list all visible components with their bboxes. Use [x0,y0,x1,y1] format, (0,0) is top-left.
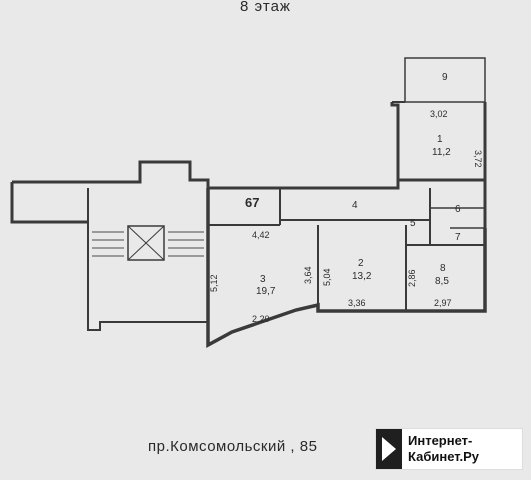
elevator-shaft [127,225,165,261]
dimension-label: 2,97 [434,298,452,308]
corridor-walls [10,160,487,228]
dimension-label: 3,36 [348,298,366,308]
watermark-line-1: Интернет- [408,433,473,448]
dimension-label: 4,42 [252,230,270,240]
stairwell-walls [87,188,208,331]
room-6-number: 6 [455,204,461,215]
room-5-number: 5 [410,218,416,229]
room-2-number: 2 [358,258,364,269]
dimension-label: 3,64 [303,266,313,284]
dimension-label: 3,72 [473,150,483,168]
floor-title: 8 этаж [240,0,291,15]
dimension-label: 2,86 [407,269,417,287]
room-3-area: 19,7 [256,286,276,297]
partition-lines [208,188,485,311]
watermark-line-2: Кабинет.Ру [408,449,479,464]
dimension-label: 5,12 [209,274,219,292]
watermark-text: Интернет- Кабинет.Ру [402,433,479,465]
room-1-walls [390,102,487,180]
room-1-number: 1 [437,134,443,145]
room-8-area: 8,5 [435,276,449,287]
room-2-area: 13,2 [352,271,372,282]
watermark-logo: Интернет- Кабинет.Ру [375,428,523,470]
room-8-number: 8 [440,263,446,274]
room-1-area: 11,2 [432,147,451,158]
room-3-number: 3 [260,274,266,285]
apartment-number: 67 [245,195,259,210]
balcony-outline [404,57,486,103]
dimension-label: 2,20 [252,314,270,324]
dimension-label: 3,02 [430,109,448,119]
bath-walls [430,207,485,229]
dimension-label: 5,04 [322,268,332,286]
room-4-number: 4 [352,200,358,211]
address-caption: пр.Комсомольский , 85 [148,438,318,455]
room-9-number: 9 [442,72,448,83]
play-icon [376,429,402,469]
room-7-number: 7 [455,232,461,243]
